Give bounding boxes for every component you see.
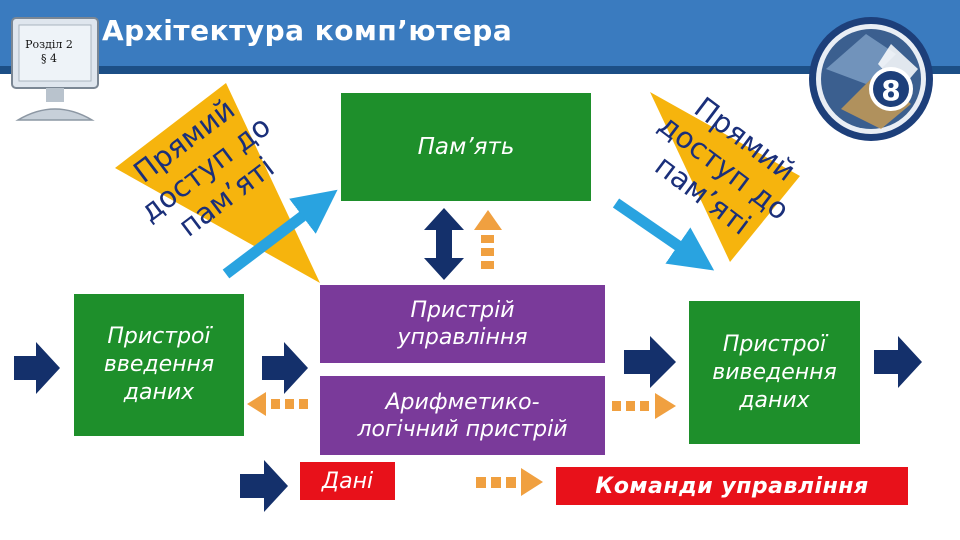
badge-number: 8 bbox=[881, 74, 900, 107]
data-arrow-in bbox=[14, 342, 60, 394]
legend-command-arrow bbox=[476, 468, 543, 496]
alu-line2: логічний пристрій bbox=[357, 416, 568, 442]
input-devices-box: Пристрої введення даних bbox=[74, 294, 244, 436]
control-unit-line2: управління bbox=[397, 325, 528, 350]
alu-box: Арифметико- логічний пристрій bbox=[320, 376, 605, 455]
page-title: Архітектура комп’ютера bbox=[102, 14, 513, 47]
control-unit-box: Пристрій управління bbox=[320, 285, 605, 363]
monitor-icon bbox=[11, 17, 99, 121]
direct-access-left-triangle bbox=[115, 83, 320, 283]
section-paragraph: § 4 bbox=[41, 52, 57, 65]
memory-label: Пам’ять bbox=[417, 134, 515, 160]
input-devices-line3: даних bbox=[123, 380, 195, 405]
output-devices-line2: виведення bbox=[712, 359, 837, 385]
grade-badge: 8 bbox=[809, 17, 933, 141]
memory-control-double-arrow bbox=[424, 208, 464, 280]
command-arrow-to-output bbox=[612, 393, 676, 419]
output-devices-box: Пристрої виведення даних bbox=[689, 301, 860, 444]
memory-box: Пам’ять bbox=[341, 93, 591, 201]
dma-arrow-left bbox=[222, 189, 338, 279]
dma-arrow-right bbox=[612, 198, 715, 271]
direct-access-right-triangle bbox=[650, 92, 800, 262]
legend-commands-label: Команди управління bbox=[554, 465, 910, 507]
data-arrow-control-to-output bbox=[624, 336, 676, 388]
section-chapter: Розділ 2 bbox=[25, 38, 73, 51]
legend-data-arrow bbox=[240, 460, 288, 512]
data-arrow-out bbox=[874, 336, 922, 388]
output-devices-line1: Пристрої bbox=[722, 331, 827, 357]
alu-line1: Арифметико- bbox=[385, 389, 540, 415]
command-arrow-to-input bbox=[247, 392, 308, 416]
command-arrow-to-memory bbox=[474, 210, 502, 269]
data-arrow-input-to-control bbox=[262, 342, 308, 394]
input-devices-line1: Пристрої bbox=[107, 324, 211, 349]
output-devices-line3: даних bbox=[739, 387, 810, 413]
legend-data-label: Дані bbox=[298, 460, 397, 502]
section-label: Розділ 2 § 4 bbox=[20, 38, 78, 66]
control-unit-line1: Пристрій bbox=[410, 298, 515, 323]
header-bar bbox=[0, 0, 960, 66]
header-underline bbox=[0, 66, 960, 74]
input-devices-line2: введення bbox=[103, 352, 215, 377]
